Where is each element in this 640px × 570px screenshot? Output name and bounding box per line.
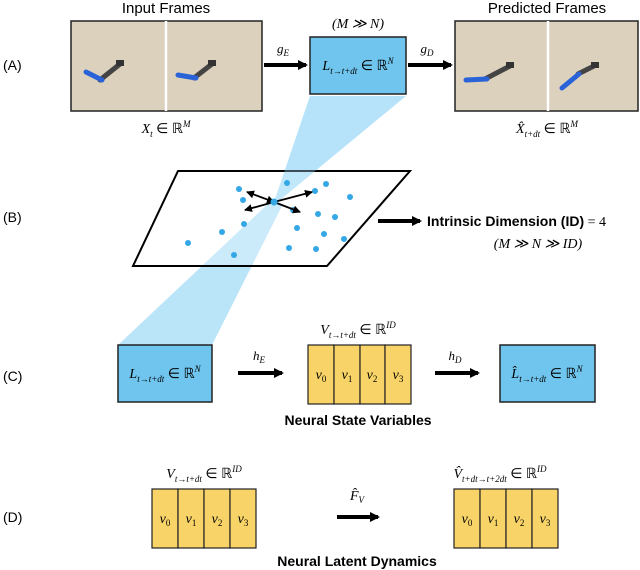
state-cell-label: v1 bbox=[488, 512, 499, 528]
input-frames-title: Input Frames bbox=[122, 0, 210, 17]
manifold-point bbox=[312, 188, 318, 194]
state-cell-label: v0 bbox=[316, 368, 327, 384]
row-label-b: (B) bbox=[3, 209, 22, 225]
latent-label-c-input: Lt→t+dt ∈ ℝN bbox=[128, 364, 201, 384]
projection-cone-lower bbox=[118, 200, 282, 345]
state-variable-label-c: Vt→t+dt ∈ ℝID bbox=[320, 320, 396, 340]
manifold-point bbox=[236, 186, 242, 192]
neural-state-variables-caption: Neural State Variables bbox=[284, 412, 431, 428]
decoder-label-c: hD bbox=[449, 348, 463, 365]
dynamics-label: F̂V bbox=[349, 488, 366, 505]
robot-arm-prediction-1 bbox=[463, 62, 514, 83]
state-cell bbox=[359, 344, 386, 405]
state-cell-label: v2 bbox=[367, 368, 378, 384]
state-cell bbox=[531, 488, 559, 549]
decoder-label-a: gD bbox=[421, 41, 435, 58]
state-cell-label: v1 bbox=[186, 512, 197, 528]
state-vector-d-input: v0 v1 v2 v3 bbox=[151, 488, 257, 549]
encoder-label-a: gE bbox=[277, 41, 290, 58]
encoder-label-c: hE bbox=[253, 348, 266, 365]
state-variable-label-d-input: Vt→t+dt ∈ ℝID bbox=[166, 464, 242, 484]
input-frames-panel bbox=[70, 20, 263, 112]
state-vector-d-output: v0 v1 v2 v3 bbox=[453, 488, 559, 549]
row-label-d: (D) bbox=[3, 509, 22, 525]
latent-label-a: Lt→t+dt ∈ ℝN bbox=[321, 56, 394, 76]
manifold-point bbox=[240, 197, 246, 203]
robot-arm-prediction-2 bbox=[559, 62, 599, 91]
state-cell-label: v1 bbox=[342, 368, 353, 384]
manifold-point bbox=[323, 181, 329, 187]
intrinsic-dimension-label: Intrinsic Dimension (ID) = 4 bbox=[427, 213, 606, 230]
latent-label-c-output: L̂t→t+dt ∈ ℝN bbox=[510, 364, 583, 384]
state-cell bbox=[151, 488, 179, 549]
latent-box-c-input bbox=[117, 344, 213, 403]
state-cell bbox=[505, 488, 533, 549]
manifold-point bbox=[241, 221, 247, 227]
row-label-c: (C) bbox=[3, 368, 22, 384]
state-cell bbox=[203, 488, 231, 549]
manifold-point bbox=[284, 180, 290, 186]
state-cell bbox=[177, 488, 205, 549]
manifold-points bbox=[185, 180, 353, 258]
manifold-point bbox=[347, 194, 353, 200]
latent-box-a bbox=[309, 36, 407, 95]
latent-manifold-plane bbox=[131, 170, 413, 267]
manifold-point bbox=[231, 252, 237, 258]
state-variable-label-d-output: V̂t+dt→t+2dt ∈ ℝID bbox=[453, 464, 547, 484]
neural-latent-dynamics-caption: Neural Latent Dynamics bbox=[277, 553, 437, 569]
state-cell bbox=[479, 488, 507, 549]
state-cell bbox=[333, 344, 361, 405]
tangent-direction-arrows bbox=[244, 189, 313, 214]
manifold-point bbox=[313, 246, 319, 252]
manifold-point bbox=[294, 225, 300, 231]
state-cell-label: v0 bbox=[462, 512, 473, 528]
manifold-point bbox=[332, 214, 338, 220]
manifold-center-point bbox=[270, 198, 278, 206]
projection-cone-overlay bbox=[272, 96, 406, 208]
manifold-point bbox=[185, 240, 191, 246]
projection-cone-upper bbox=[272, 96, 406, 208]
state-cell bbox=[229, 488, 257, 549]
state-vector-c: v0 v1 v2 v3 bbox=[307, 344, 412, 405]
robot-arm-frame-2 bbox=[175, 60, 216, 81]
robot-arm-frame-1 bbox=[83, 60, 124, 83]
state-cell bbox=[384, 344, 412, 405]
dimension-relation-b: (M ≫ N ≫ ID) bbox=[494, 237, 583, 252]
manifold-point bbox=[341, 236, 347, 242]
state-cell-label: v2 bbox=[212, 512, 223, 528]
manifold-point bbox=[321, 231, 327, 237]
input-variable-label: Xt ∈ ℝM bbox=[141, 119, 191, 139]
state-cell-label: v2 bbox=[514, 512, 525, 528]
state-cell-label: v0 bbox=[160, 512, 171, 528]
output-variable-label: X̂t+dt ∈ ℝM bbox=[515, 119, 578, 139]
state-cell-label: v3 bbox=[393, 368, 404, 384]
dimension-relation-a: (M ≫ N) bbox=[332, 17, 384, 32]
manifold-point bbox=[315, 211, 321, 217]
state-cell-label: v3 bbox=[540, 512, 551, 528]
predicted-frames-title: Predicted Frames bbox=[488, 0, 606, 17]
manifold-point bbox=[286, 245, 292, 251]
state-cell-label: v3 bbox=[238, 512, 249, 528]
manifold-point bbox=[219, 229, 225, 235]
predicted-frames-panel bbox=[454, 20, 639, 112]
latent-box-c-output bbox=[499, 344, 596, 403]
row-label-a: (A) bbox=[3, 57, 22, 73]
